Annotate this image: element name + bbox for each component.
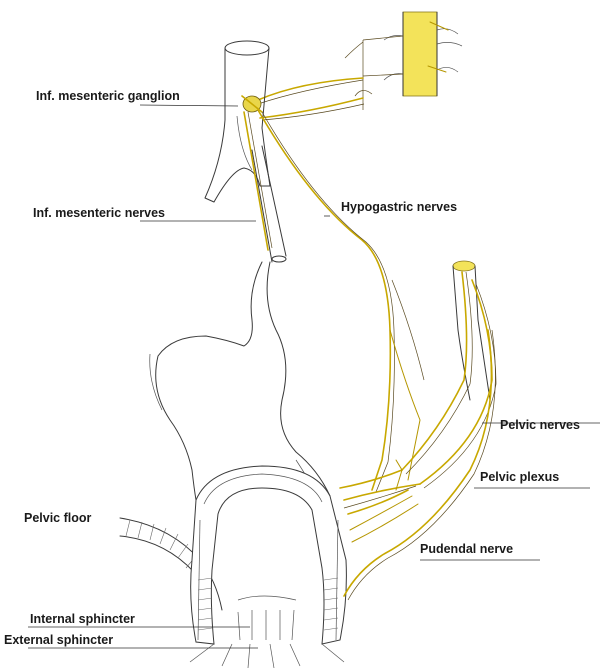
- inf-mesenteric-ganglion: [242, 96, 262, 112]
- label-pudendal-nerve: Pudendal nerve: [420, 542, 513, 556]
- label-hypogastric-nerves: Hypogastric nerves: [341, 200, 457, 214]
- label-inf-mesenteric-nerves: Inf. mesenteric nerves: [33, 206, 165, 220]
- label-pelvic-nerves: Pelvic nerves: [500, 418, 580, 432]
- leader-lines: [28, 105, 600, 648]
- sympathetic-chain: [258, 36, 403, 120]
- label-pelvic-plexus: Pelvic plexus: [480, 470, 559, 484]
- label-pelvic-floor: Pelvic floor: [24, 511, 92, 525]
- label-external-sphincter: External sphincter: [4, 633, 113, 647]
- pudendal-nerve: [344, 330, 495, 600]
- spinal-cord-upper: [384, 12, 462, 96]
- label-internal-sphincter: Internal sphincter: [30, 612, 135, 626]
- label-inf-mesenteric-ganglion: Inf. mesenteric ganglion: [36, 89, 180, 103]
- aorta: [205, 41, 270, 202]
- rectum-outline: [150, 262, 330, 500]
- hypogastric-nerves: [258, 110, 424, 492]
- spinal-cord-sacral: [453, 261, 490, 400]
- rectal-wall: [191, 466, 347, 644]
